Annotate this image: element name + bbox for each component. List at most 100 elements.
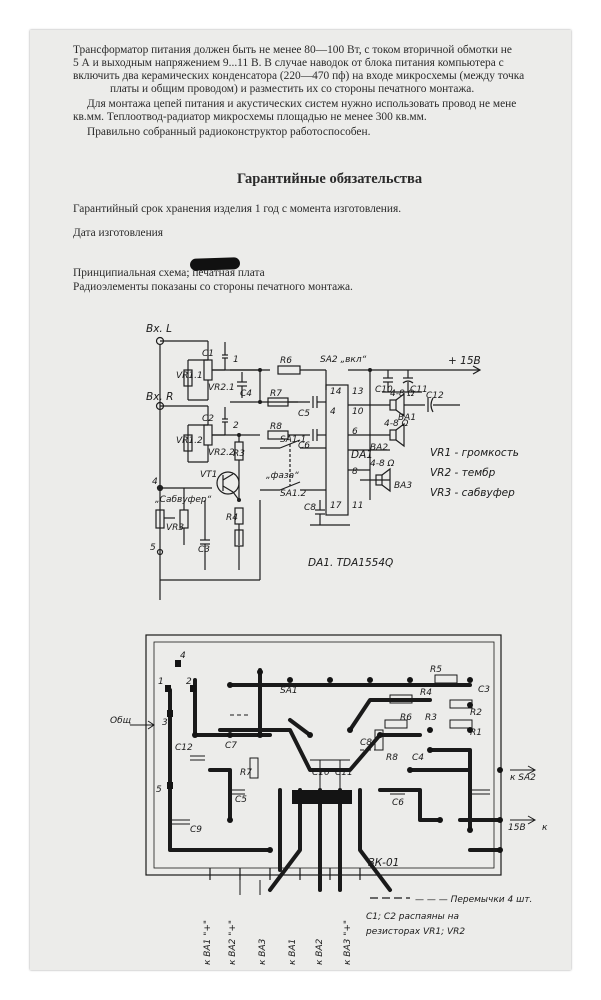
part-label: C11 — [410, 385, 428, 395]
board-code: ЗК-01 — [368, 857, 399, 869]
pin-label: 13 — [352, 387, 364, 397]
pcb-part-label: SA1 — [280, 686, 298, 696]
lead-label: к ВА2 "+" — [228, 920, 238, 965]
circuit-schematic: Вх. L Вх. R SA2 „вкл“ + 15В DA1 DA1. TDA… — [146, 323, 519, 600]
part-label: C12 — [426, 391, 444, 401]
ic-label: DA1 — [351, 449, 373, 461]
paragraph-line: Трансформатор питания должен быть не мен… — [73, 44, 512, 56]
part-label: C1 — [202, 349, 214, 359]
pcb-common-input: Общ — [110, 716, 132, 726]
pcb-node-label: 5 — [156, 785, 162, 795]
part-label: R4 — [226, 513, 238, 523]
part-label: C8 — [304, 503, 316, 513]
document-page: Трансформатор питания должен быть не мен… — [30, 30, 571, 970]
warranty-text: Гарантийный срок хранения изделия 1 год … — [73, 203, 402, 215]
speaker-leads: к ВА1 "+" к ВА2 "+" к ВА3 к ВА1 к ВА2 к … — [203, 920, 353, 965]
part-label: VR3 — [166, 523, 184, 533]
part-label: C4 — [240, 389, 252, 399]
part-label: C10 — [375, 385, 393, 395]
pcb-part-label: R6 — [400, 713, 412, 723]
speaker-ba2-label: BA2 — [370, 443, 388, 453]
input-left-label: Вх. L — [146, 323, 172, 335]
jumper-note: — — — Перемычки 4 шт. — [415, 895, 532, 905]
paragraph-line: 5 А и выходным напряжением 9...11 В. В с… — [73, 57, 504, 69]
to-sa2-label: к SA2 — [510, 773, 536, 783]
board-voltage-label: 15В — [508, 823, 526, 833]
speaker-impedance: 4-8 Ω — [384, 419, 409, 429]
node-label: 1 — [233, 355, 239, 365]
pin-label: 8 — [352, 467, 358, 477]
pcb-part-label: C8 — [360, 738, 372, 748]
transistor-label: VT1 — [200, 470, 217, 480]
paragraph-line: Для монтажа цепей питания и акустических… — [87, 98, 517, 110]
legend-vr3: VR3 - сабвуфер — [430, 487, 515, 499]
pcb-part-label: R4 — [420, 688, 432, 698]
supply-voltage-label: + 15В — [448, 355, 481, 367]
lead-label: к ВА2 — [315, 938, 325, 965]
pcb-part-label: R7 — [240, 768, 252, 778]
part-label: R3 — [233, 449, 245, 459]
pin-label: 17 — [330, 501, 342, 511]
part-label: VR1.2 — [176, 436, 203, 446]
lead-label: к ВА3 — [258, 938, 268, 965]
sa2-label: SA2 „вкл“ — [320, 355, 367, 365]
part-label: VR2.1 — [208, 383, 235, 393]
part-label: C2 — [202, 414, 214, 424]
paragraph-line: кв.мм. Теплоотвод-радиатор микросхемы пл… — [73, 111, 427, 123]
pin-label: 6 — [352, 427, 358, 437]
part-label: C3 — [198, 545, 210, 555]
speaker-impedance: 4-8 Ω — [370, 459, 395, 469]
pcb-part-label: R3 — [425, 713, 437, 723]
pcb-part-label: C4 — [412, 753, 424, 763]
legend-vr1: VR1 - громкость — [430, 447, 519, 459]
speaker-ba1-label: BA1 — [398, 413, 416, 423]
lead-label: к ВА1 — [288, 939, 298, 965]
paragraph-line: Правильно собранный радиоконструктор раб… — [87, 126, 371, 138]
pcb-part-label: C12 — [175, 743, 193, 753]
pcb-part-label: C6 — [392, 798, 404, 808]
speaker-impedance: 4-8 Ω — [390, 389, 415, 399]
part-label: VR1.1 — [176, 371, 203, 381]
pcb-part-label: R2 — [470, 708, 482, 718]
pcb-part-label: R1 — [470, 728, 482, 738]
schematic-caption: Радиоэлементы показаны со стороны печатн… — [73, 281, 353, 293]
capacitor-note: резисторах VR1; VR2 — [365, 927, 465, 937]
pcb-part-label: C9 — [190, 825, 202, 835]
pcb-node-label: 1 — [158, 677, 164, 687]
capacitor-note: C1; C2 распаяны на — [366, 912, 459, 922]
pcb-node-label: 2 — [186, 677, 192, 687]
pcb-part-label: C7 — [225, 741, 237, 751]
node-label: 2 — [233, 421, 239, 431]
pcb-part-label: C3 — [478, 685, 490, 695]
pcb-part-label: C5 — [235, 795, 247, 805]
pcb-layout: 4 1 2 3 5 Общ C12 C7 R7 C5 C9 C10 C11 C8… — [110, 634, 548, 965]
part-label: R8 — [270, 422, 282, 432]
node-label: 4 — [152, 477, 158, 487]
phase-label: „фаза“ — [266, 471, 299, 481]
lead-label: к ВА1 "+" — [203, 920, 213, 965]
part-label: C5 — [298, 409, 310, 419]
node-label: 5 — [150, 543, 156, 553]
legend-vr2: VR2 - тембр — [430, 467, 496, 479]
part-label: SA1.1 — [280, 435, 306, 445]
part-label: SA1.2 — [280, 489, 306, 499]
part-label: R7 — [270, 389, 282, 399]
pin-label: 14 — [330, 387, 342, 397]
part-label: VR2.2 — [208, 448, 235, 458]
subwoofer-label: „Сабвуфер“ — [155, 495, 212, 505]
pcb-part-label: R5 — [430, 665, 442, 675]
pcb-part-label: R8 — [386, 753, 398, 763]
pcb-part-label: C10 — [312, 768, 330, 778]
board-arrow-label: к — [542, 823, 548, 833]
pin-label: 10 — [352, 407, 364, 417]
input-right-label: Вх. R — [146, 391, 173, 403]
pcb-node-label: 4 — [180, 651, 186, 661]
part-label: C6 — [298, 441, 310, 451]
schematic-caption: Принципиальная схема; печатная плата — [73, 267, 265, 279]
speaker-ba3-label: BA3 — [394, 481, 412, 491]
warranty-heading: Гарантийные обязательства — [237, 171, 423, 187]
pin-label: 11 — [352, 501, 363, 511]
paragraph-line: включить два керамических конденсатора (… — [73, 70, 525, 82]
pcb-node-label: 3 — [162, 718, 168, 728]
pcb-part-label: C11 — [335, 768, 353, 778]
